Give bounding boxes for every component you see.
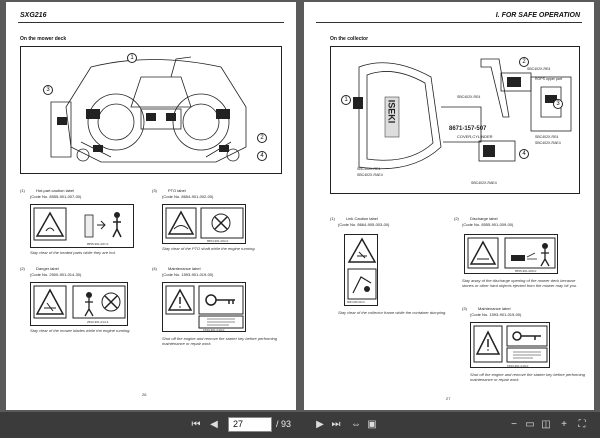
maintenance-label-image: 1593-901-019-0: [162, 282, 246, 332]
label-2-number: (2): [20, 266, 25, 271]
header-rule: [316, 22, 582, 23]
label-2-name: Danger label: [36, 266, 59, 271]
callout-1: 1: [341, 95, 351, 105]
part-label-4: SBC402X-RAE4: [535, 141, 561, 145]
callout-3: 3: [43, 85, 53, 95]
page-header: SXG216: [20, 12, 47, 19]
r-label-2-part-number: 8555-901-009-0: [515, 269, 537, 273]
label-4-number: (4): [152, 266, 157, 271]
label-2-part-number: 2500-901-014-3: [87, 320, 109, 324]
single-page-icon[interactable]: ▭: [525, 419, 535, 430]
r-label-3-part-number: 1593-901-019-0: [507, 364, 529, 368]
section-title: On the collector: [330, 36, 369, 42]
page-number: 26: [142, 392, 147, 397]
part-label-7: SBC402X-RAE4: [471, 181, 497, 185]
link-caution-label-image: 8664-905-003-0: [344, 234, 378, 306]
label-2-caption: Stay clear of the mower blades while the…: [30, 328, 131, 333]
viewer-toolbar: ⏮ ◀ 27 / 93 ▶ ⏭ ⇔ ▣ − ▭ ◫ + ⛶: [0, 412, 600, 438]
right-page: I. FOR SAFE OPERATION On the collector: [304, 2, 594, 410]
r-label-1-code: (Code No. 8664-905-003-00): [338, 222, 390, 227]
r-maintenance-label-image: 1593-901-019-0: [470, 322, 550, 368]
r-label-2-number: (2): [454, 216, 459, 221]
r-label-1-caption: Stay clear of the collector frame while …: [338, 310, 447, 315]
callout-1: 1: [127, 53, 137, 63]
callout-3: 3: [553, 99, 563, 109]
label-1-code: (Code No. 8555-901-007-00): [30, 194, 82, 199]
r-label-3-code: (Code No. 1593-901-019-00): [470, 312, 522, 317]
callout-2: 2: [257, 133, 267, 143]
r-label-2-caption: Stay away of the discharge opening of th…: [462, 278, 578, 288]
danger-label-image: 2500-901-014-3: [30, 282, 128, 326]
part-label-6: SBC402X-RAE4: [357, 173, 383, 177]
last-page-icon[interactable]: ⏭: [331, 419, 341, 430]
label-3-caption: Stay clear of the PTO shaft while the en…: [162, 246, 256, 251]
header-rule: [18, 22, 284, 23]
first-page-icon[interactable]: ⏮: [191, 419, 201, 430]
label-1-name: Hot-part caution label: [36, 188, 75, 193]
r-label-1-number: (1): [330, 216, 335, 221]
label-4-caption: Shut off the engine and remove the start…: [162, 336, 277, 346]
label-1-caption: Stay clear of the heated parts while the…: [30, 250, 116, 255]
total-pages: / 93: [276, 419, 292, 429]
fit-page-icon[interactable]: ▣: [367, 419, 377, 430]
zoom-in-icon[interactable]: +: [561, 419, 567, 430]
r-label-2-code: (Code No. 8555-901-009-00): [462, 222, 514, 227]
pto-label-image: 8654-901-002-0: [162, 204, 246, 244]
callout-2: 2: [519, 57, 529, 67]
r-label-3-caption: Shut off the engine and remove the start…: [470, 372, 585, 382]
two-page-icon[interactable]: ◫: [541, 419, 551, 430]
cylinder-cover-code: 8671-157-507: [449, 126, 487, 132]
label-4-part-number: 1593-901-019-0: [203, 328, 225, 332]
label-1-part-number: 8555-901-007-0: [87, 242, 109, 246]
label-3-code: (Code No. 8654-901-002-00): [162, 194, 214, 199]
label-3-name: PTO label: [168, 188, 186, 193]
label-3-part-number: 8654-901-002-0: [207, 239, 229, 243]
r-label-3-name: Maintenance label: [478, 306, 511, 311]
r-label-1-name: Link Caution label: [346, 216, 378, 221]
part-label-1: SBC402X-RE4: [457, 95, 481, 99]
page-number: 27: [446, 396, 451, 401]
left-page: SXG216 On the mower deck 1: [6, 2, 296, 410]
fullscreen-icon[interactable]: ⛶: [578, 419, 586, 430]
mower-deck-drawing: [50, 56, 247, 163]
label-1-number: (1): [20, 188, 25, 193]
label-4-code: (Code No. 1593-901-019-00): [162, 272, 214, 277]
brand-text: ISEKI: [386, 99, 397, 124]
r-label-2-name: Discharge label: [470, 216, 498, 221]
r-label-1-part-number: 8664-905-003-0: [347, 301, 365, 304]
page-number-input[interactable]: 27: [228, 417, 272, 432]
hot-part-label-image: 8555-901-007-0: [30, 204, 134, 248]
discharge-label-image: 8555-901-009-0: [464, 234, 558, 274]
zoom-out-icon[interactable]: −: [511, 419, 517, 430]
part-label-3: SBC402X-RE4: [535, 135, 559, 139]
page-header: I. FOR SAFE OPERATION: [495, 12, 580, 19]
next-page-icon[interactable]: ▶: [316, 419, 324, 430]
mower-deck-figure: 1 2 3 4: [20, 46, 282, 174]
section-title: On the mower deck: [20, 36, 67, 42]
callout-4: 4: [257, 151, 267, 161]
callout-4: 4: [519, 149, 529, 159]
label-3-number: (3): [152, 188, 157, 193]
label-2-code: (Code No. 2500-901-014-30): [30, 272, 82, 277]
cylinder-cover-name: COVER,CYLINDER: [457, 134, 493, 139]
previous-page-icon[interactable]: ◀: [210, 419, 218, 430]
r-label-3-number: (3): [462, 306, 467, 311]
part-label-5: SBC402X-RE4: [357, 167, 381, 171]
fit-width-icon[interactable]: ⇔: [351, 419, 361, 430]
rops-upper-part: ROPS upper part: [535, 77, 562, 81]
part-label-2: SBC402X-RE4: [527, 67, 551, 71]
collector-figure: ISEKI SBC402X-RE4 SBC402X-RE4 ROPS upper…: [330, 46, 580, 194]
label-4-name: Maintenance label: [168, 266, 201, 271]
collector-drawing: [353, 58, 572, 170]
